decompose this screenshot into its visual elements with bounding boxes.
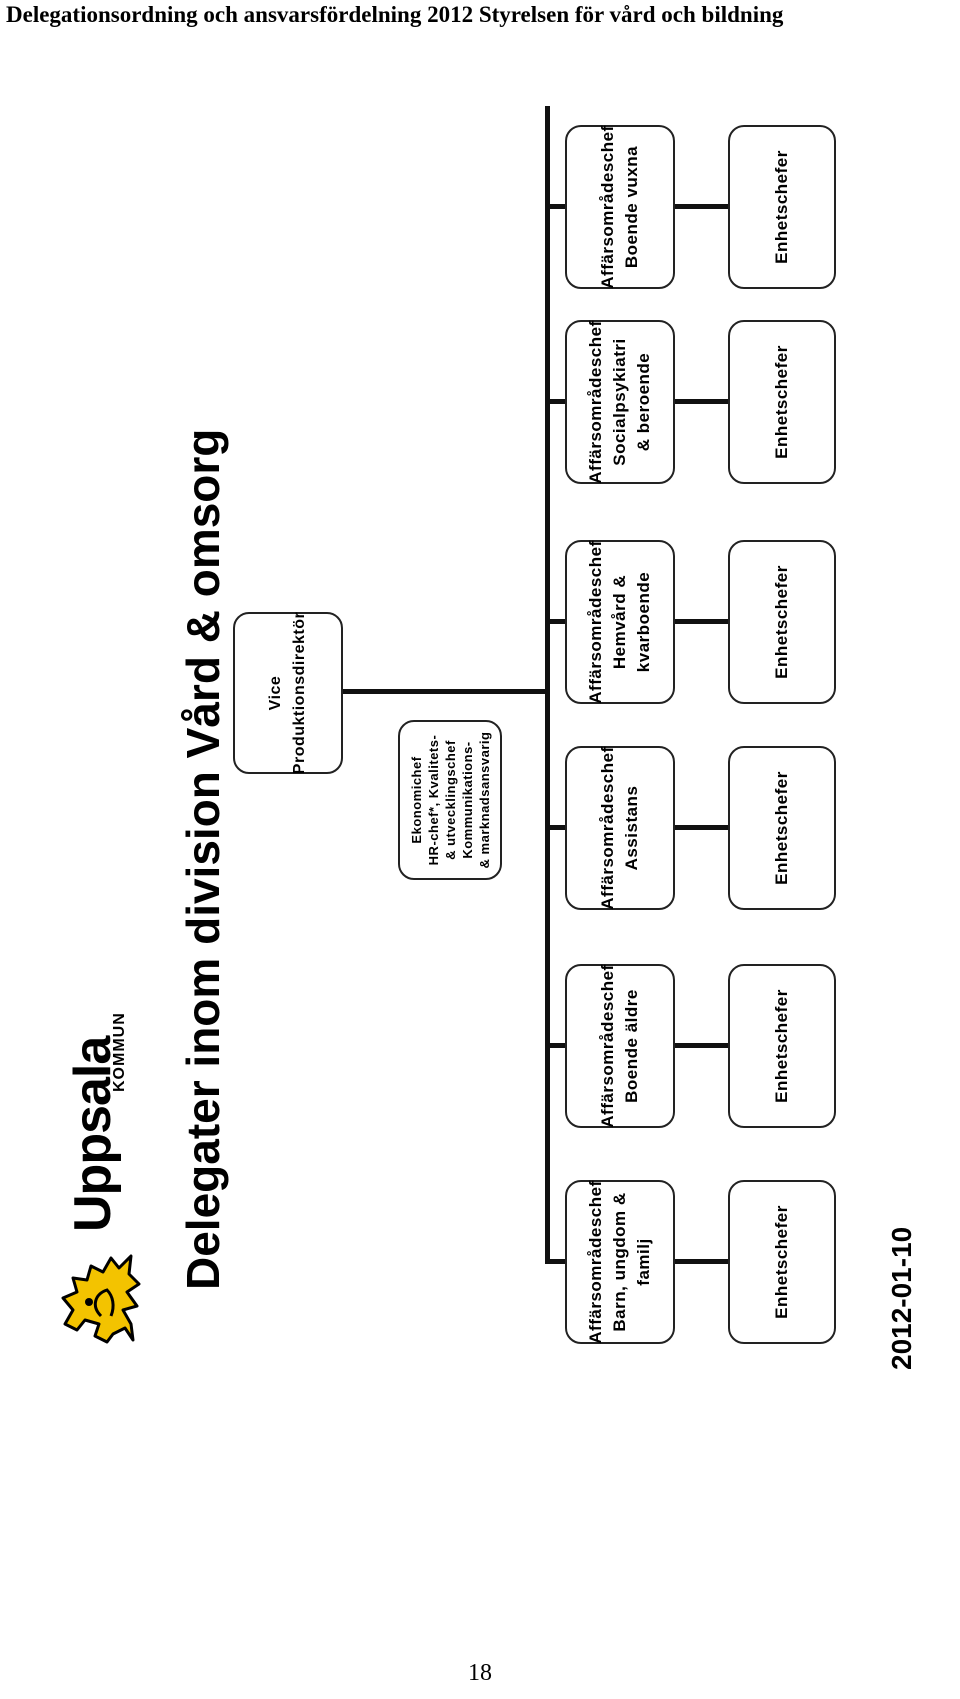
box-line: Kommunikations-: [459, 741, 475, 859]
chef-box-hemvard-kvarboende: Affärsområdeschef Hemvård & kvarboende: [565, 540, 675, 704]
sub-connector: [672, 204, 728, 209]
enhetschefer-box: Enhetschefer: [728, 320, 836, 484]
box-line: Produktionsdirektör: [291, 611, 308, 775]
sub-connector: [672, 1043, 728, 1048]
horizontal-bus: [545, 106, 550, 1264]
box-line: Assistans: [622, 785, 641, 871]
vice-connector: [343, 689, 550, 694]
box-line: & marknadsansvarig: [476, 731, 492, 869]
vice-produktionsdirektor-box: Vice Produktionsdirektör: [233, 612, 343, 774]
box-line: Enhetschefer: [772, 565, 791, 679]
box-line: Affärsområdeschef: [598, 746, 617, 910]
box-line: Enhetschefer: [772, 1205, 791, 1319]
box-line: kvarboende: [634, 571, 653, 673]
box-line: familj: [634, 1238, 653, 1286]
box-line: Hemvård &: [610, 574, 629, 670]
chef-box-socialpsykiatri-beroende: Affärsområdeschef Socialpsykiatri & bero…: [565, 320, 675, 484]
lion-crest-icon: [61, 1254, 141, 1344]
chef-connector: [545, 399, 565, 404]
enhetschefer-box: Enhetschefer: [728, 540, 836, 704]
box-line: Socialpsykiatri: [610, 338, 629, 466]
box-line: Affärsområdeschef: [598, 125, 617, 289]
box-line: Vice: [267, 675, 284, 711]
enhetschefer-box: Enhetschefer: [728, 125, 836, 289]
box-line: Enhetschefer: [772, 150, 791, 264]
chef-box-boende-aldre: Affärsområdeschef Boende äldre: [565, 964, 675, 1128]
box-line: Boende vuxna: [622, 145, 641, 269]
chef-connector: [545, 1043, 565, 1048]
slide-date: 2012-01-10: [886, 1226, 917, 1370]
box-line: Affärsområdeschef: [586, 540, 605, 704]
box-line: Affärsområdeschef: [598, 964, 617, 1128]
sub-connector: [672, 1259, 728, 1264]
box-line: Barn, ungdom &: [610, 1192, 629, 1332]
logo-sub: KOMMUN: [111, 1012, 128, 1092]
box-line: Enhetschefer: [772, 771, 791, 885]
box-line: Enhetschefer: [772, 989, 791, 1103]
box-line: & beroende: [634, 352, 653, 452]
chef-box-boende-vuxna: Affärsområdeschef Boende vuxna: [565, 125, 675, 289]
box-line: & utvecklingschef: [442, 740, 458, 860]
chef-connector: [545, 204, 565, 209]
box-line: HR-chef*, Kvalitets-: [425, 734, 441, 866]
chef-box-barn-ungdom-familj: Affärsområdeschef Barn, ungdom & familj: [565, 1180, 675, 1344]
uppsala-kommun-logo: Uppsala KOMMUN: [55, 950, 145, 1350]
chef-box-assistans: Affärsområdeschef Assistans: [565, 746, 675, 910]
enhetschefer-box: Enhetschefer: [728, 964, 836, 1128]
slide-title: Delegater inom division Vård & omsorg: [177, 428, 229, 1290]
box-line: Ekonomichef: [408, 756, 424, 844]
enhetschefer-box: Enhetschefer: [728, 746, 836, 910]
page-number: 18: [468, 1660, 492, 1686]
enhetschefer-box: Enhetschefer: [728, 1180, 836, 1344]
sub-connector: [672, 619, 728, 624]
box-line: Enhetschefer: [772, 345, 791, 459]
box-line: Affärsområdeschef: [586, 1180, 605, 1344]
sub-connector: [672, 825, 728, 830]
org-chart-slide: Uppsala KOMMUN Delegater inom division V…: [20, 30, 945, 1400]
chef-connector: [545, 1259, 565, 1264]
box-line: Boende äldre: [622, 989, 641, 1103]
chef-connector: [545, 619, 565, 624]
staff-box: Ekonomichef HR-chef*, Kvalitets- & utvec…: [398, 720, 502, 880]
document-header: Delegationsordning och ansvarsfördelning…: [6, 2, 784, 27]
box-line: Affärsområdeschef: [586, 320, 605, 484]
sub-connector: [672, 399, 728, 404]
chef-connector: [545, 825, 565, 830]
